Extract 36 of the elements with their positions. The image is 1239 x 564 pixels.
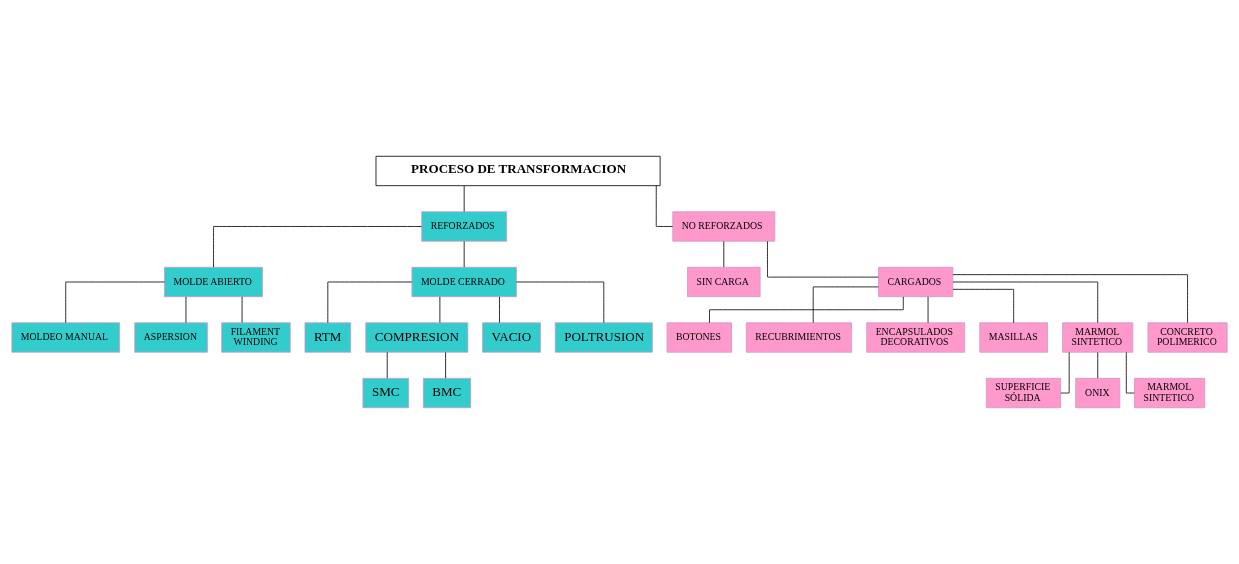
connector bbox=[213, 226, 423, 268]
node-box: MASILLAS bbox=[979, 322, 1048, 353]
connector bbox=[952, 288, 1015, 324]
node-box: NO REFORZADOS bbox=[672, 211, 776, 242]
connector bbox=[812, 286, 879, 323]
connector bbox=[499, 296, 500, 323]
node-box: SIN CARGA bbox=[687, 266, 761, 298]
node-box: REFORZADOS bbox=[421, 211, 508, 242]
node-box: FILAMENT WINDING bbox=[221, 322, 291, 353]
connector bbox=[1125, 351, 1135, 394]
node-box: ASPERSION bbox=[134, 322, 208, 353]
connector bbox=[767, 241, 879, 278]
node-box: COMPRESION bbox=[365, 322, 469, 353]
node-box: BMC bbox=[422, 377, 472, 409]
connector bbox=[952, 281, 1099, 324]
node-box: PROCESO DE TRANSFORMACION bbox=[375, 155, 661, 187]
node-box: SUPERFICIE SÓLIDA bbox=[985, 377, 1061, 409]
node-box: MOLDE CERRADO bbox=[411, 266, 517, 298]
node-box: ENCAPSULADOS DECORATIVOS bbox=[866, 322, 966, 353]
node-box: MOLDE ABIERTO bbox=[164, 266, 263, 298]
node-box: MARMOL SINTETICO bbox=[1062, 322, 1134, 353]
node-box: POLTRUSION bbox=[554, 322, 653, 353]
node-box: SMC bbox=[362, 377, 410, 409]
connector bbox=[952, 274, 1188, 324]
node-box: ONIX bbox=[1075, 377, 1121, 409]
node-box: VACIO bbox=[482, 322, 541, 353]
node-box: RECUBRIMIENTOS bbox=[745, 322, 852, 353]
node-box: BOTONES bbox=[666, 322, 732, 353]
connector bbox=[445, 351, 446, 379]
connector bbox=[516, 281, 605, 324]
node-box: RTM bbox=[304, 322, 352, 353]
node-box: CONCRETO POLIMERICO bbox=[1147, 322, 1228, 353]
node-box: MOLDEO MANUAL bbox=[11, 322, 121, 353]
node-box: MARMOL SINTETICO bbox=[1134, 377, 1206, 409]
node-box: CARGADOS bbox=[878, 266, 954, 298]
connector bbox=[463, 185, 465, 212]
